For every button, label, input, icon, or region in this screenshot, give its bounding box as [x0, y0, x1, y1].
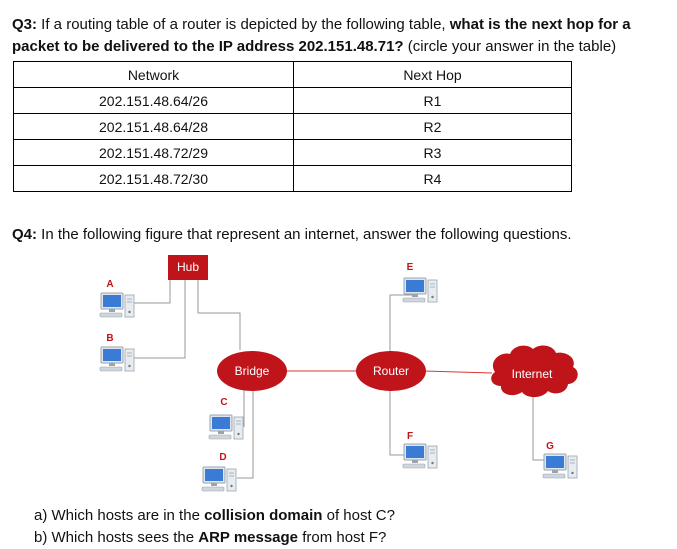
- table-row: 202.151.48.64/26 R1: [13, 87, 572, 114]
- network-diagram: Hub Bridge Router Internet A B C D E F: [99, 255, 578, 492]
- bridge-label: Bridge: [235, 364, 270, 378]
- host-f: F: [402, 431, 438, 469]
- wire-a-hub: [134, 280, 171, 304]
- next-hop-cell: R1: [293, 87, 572, 114]
- wire-router-internet: [423, 370, 493, 374]
- question-3: Q3: If a routing table of a router is de…: [12, 14, 662, 58]
- wire-d-bridge: [237, 390, 254, 479]
- qb-prefix: b) Which hosts sees the: [34, 529, 199, 546]
- hub-label: Hub: [177, 260, 199, 274]
- internet-label: Internet: [512, 367, 553, 381]
- qa-bold: collision domain: [204, 507, 323, 524]
- wires: [134, 280, 546, 479]
- bridge-device: Bridge: [217, 351, 287, 391]
- question-4: Q4: In the following figure that represe…: [12, 224, 572, 246]
- network-cell: 202.151.48.72/29: [13, 139, 294, 166]
- host-e: E: [402, 262, 438, 303]
- host-d: D: [201, 452, 237, 492]
- next-hop-cell: R3: [293, 139, 572, 166]
- host-a-label: A: [106, 279, 113, 290]
- sub-questions: a) Which hosts are in the collision doma…: [34, 505, 395, 549]
- q3-text-2: (circle your answer in the table): [403, 38, 617, 55]
- qb-suffix: from host F?: [298, 529, 387, 546]
- host-b-label: B: [106, 333, 113, 344]
- wire-internet-g: [532, 396, 546, 461]
- wire-hub-bridge: [197, 280, 241, 350]
- table-row: 202.151.48.72/29 R3: [13, 139, 572, 166]
- question-b: b) Which hosts sees the ARP message from…: [34, 527, 395, 549]
- q3-number: Q3:: [12, 16, 38, 33]
- q4-number: Q4:: [12, 226, 38, 243]
- network-cell: 202.151.48.64/28: [13, 113, 294, 140]
- hub-device: Hub: [168, 255, 208, 280]
- router-label: Router: [373, 364, 409, 378]
- qb-bold: ARP message: [198, 529, 299, 546]
- host-a: A: [99, 279, 135, 318]
- host-f-label: F: [407, 431, 413, 442]
- table-row: 202.151.48.64/28 R2: [13, 113, 572, 140]
- table-row: 202.151.48.72/30 R4: [13, 165, 572, 192]
- q4-text: In the following figure that represent a…: [37, 226, 572, 243]
- internet-cloud: Internet: [491, 345, 578, 398]
- host-g: G: [542, 441, 578, 479]
- host-c-label: C: [220, 397, 227, 408]
- network-cell: 202.151.48.72/30: [13, 165, 294, 192]
- q3-bold-text: what is the next hop for a packet to be …: [12, 16, 631, 55]
- host-c: C: [208, 397, 244, 440]
- host-d-label: D: [219, 452, 226, 463]
- column-header-network: Network: [13, 61, 294, 88]
- network-cell: 202.151.48.64/26: [13, 87, 294, 114]
- table-header-row: Network Next Hop: [13, 61, 572, 88]
- qa-prefix: a) Which hosts are in the: [34, 507, 205, 524]
- question-a: a) Which hosts are in the collision doma…: [34, 505, 395, 527]
- next-hop-cell: R2: [293, 113, 572, 140]
- routing-table: Network Next Hop 202.151.48.64/26 R1 202…: [13, 61, 572, 192]
- router-device: Router: [356, 351, 426, 391]
- wire-b-hub: [134, 280, 186, 359]
- q3-text-1: If a routing table of a router is depict…: [37, 16, 450, 33]
- host-e-label: E: [407, 262, 414, 273]
- next-hop-cell: R4: [293, 165, 572, 192]
- host-g-label: G: [546, 441, 554, 452]
- host-b: B: [99, 333, 135, 372]
- wire-e-router: [389, 294, 418, 352]
- qa-suffix: of host C?: [322, 507, 395, 524]
- column-header-next-hop: Next Hop: [293, 61, 572, 88]
